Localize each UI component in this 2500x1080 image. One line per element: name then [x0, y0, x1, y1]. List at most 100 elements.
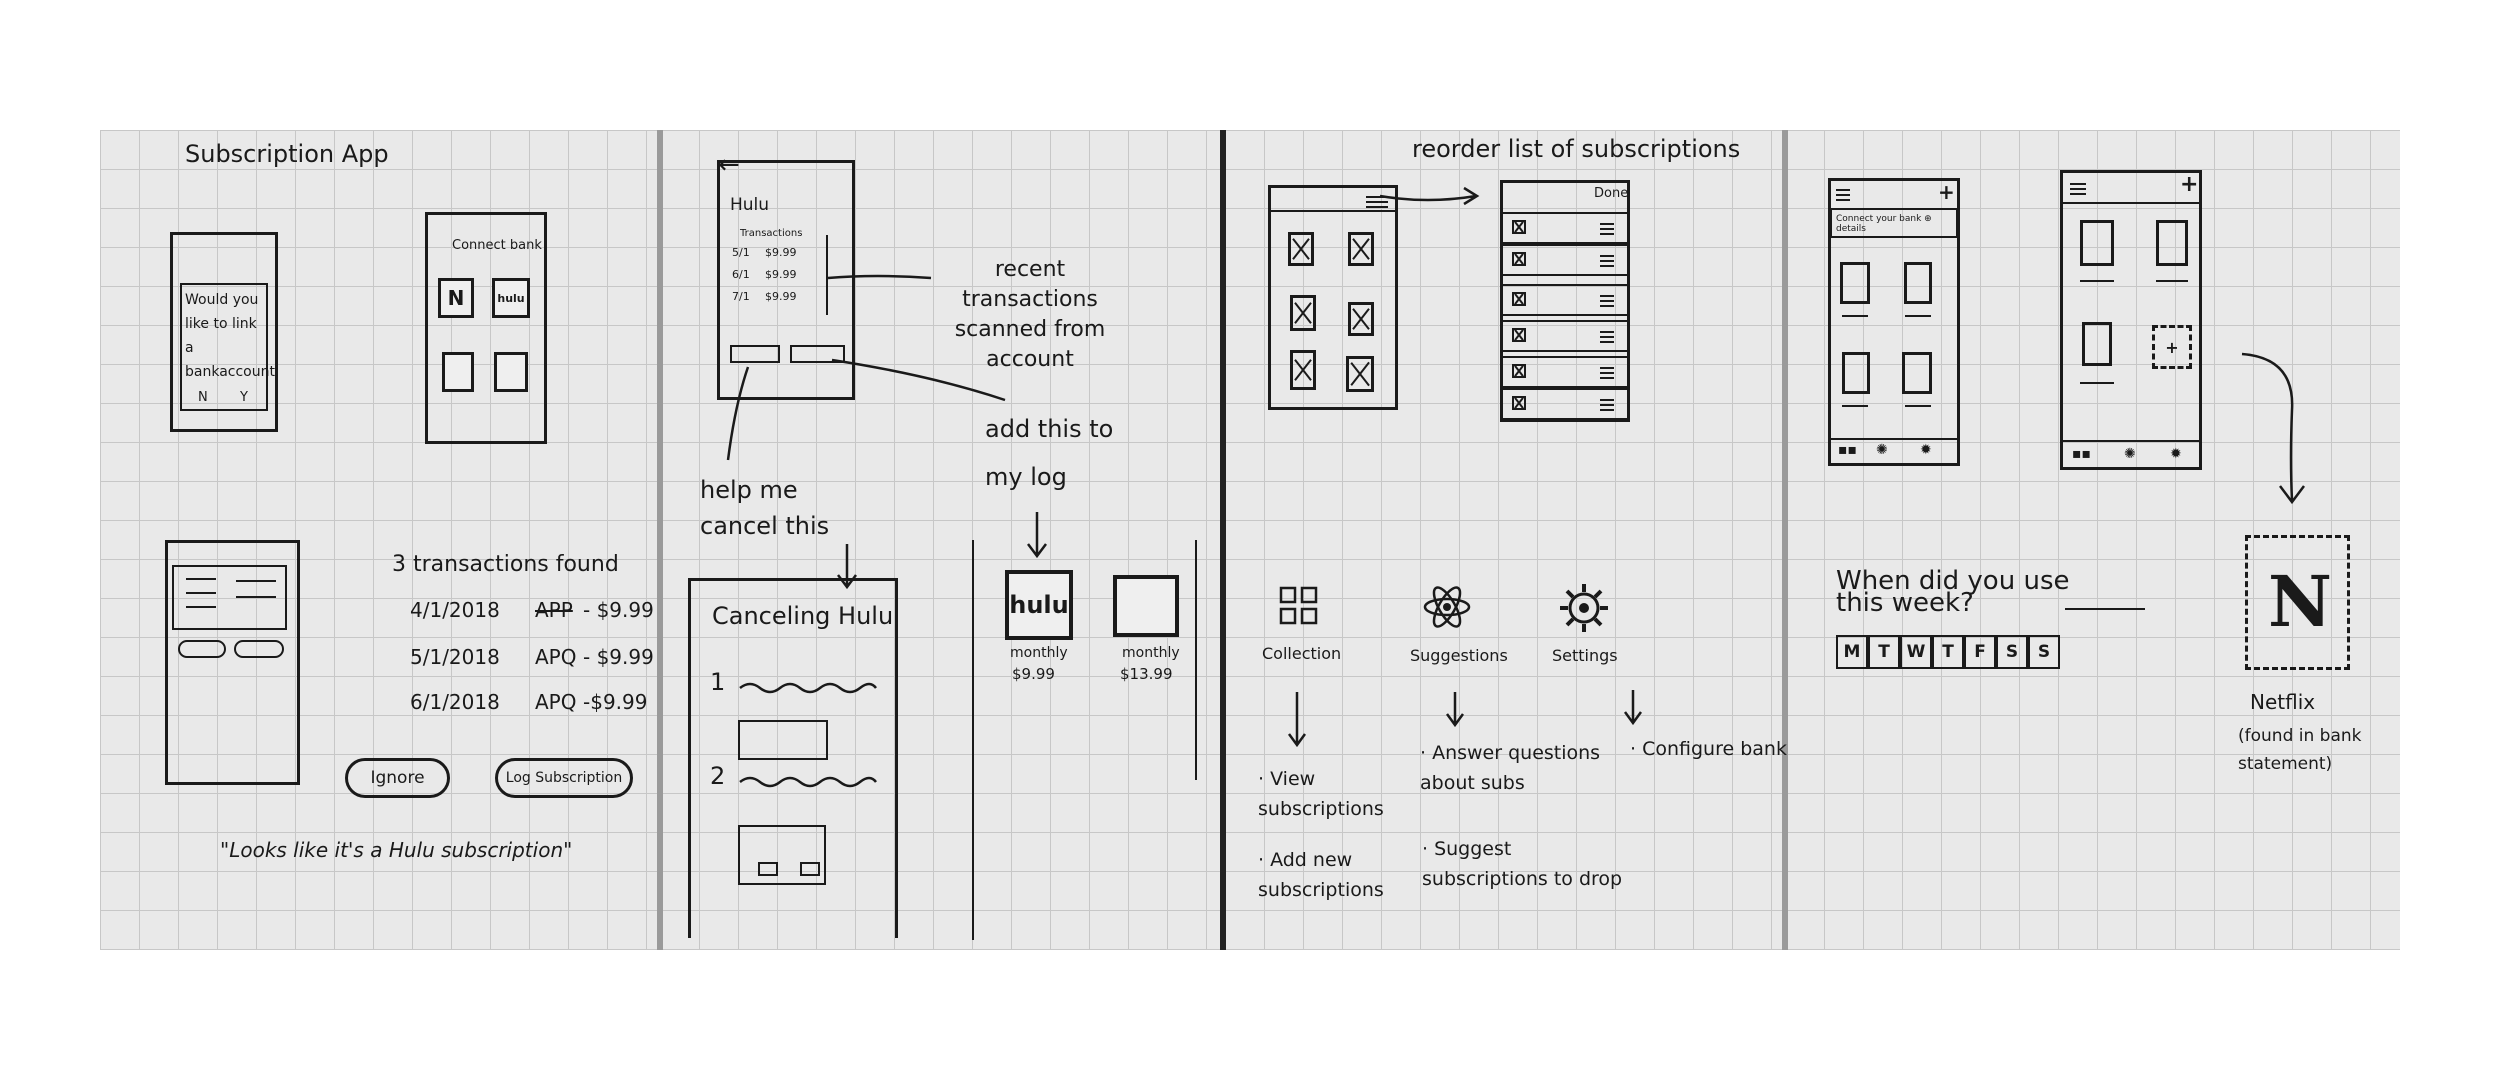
statement-line: [236, 580, 276, 582]
reorder-row[interactable]: [1500, 388, 1630, 420]
bank-tile-3[interactable]: [442, 352, 474, 392]
back-arrow-icon[interactable]: ←: [718, 150, 740, 180]
weekday-cell[interactable]: F: [1964, 635, 1996, 669]
connect-bank-header: Connect bank: [452, 238, 542, 253]
card-period: monthly: [1010, 645, 1068, 661]
statement-line: [236, 596, 276, 598]
netflix-note: (found in bank statement): [2238, 726, 2362, 774]
instruction-button[interactable]: [758, 862, 778, 876]
bank-tile-n[interactable]: N: [438, 278, 474, 318]
reorder-row[interactable]: [1500, 356, 1630, 388]
dialog-no-option[interactable]: N: [198, 390, 208, 405]
tile-caption: [1905, 315, 1931, 317]
phone-sketch-home: [1828, 178, 1960, 466]
gear-icon[interactable]: [1558, 582, 1610, 634]
transactions-heading: 3 transactions found: [392, 552, 619, 577]
drag-handle-icon[interactable]: [1600, 220, 1614, 238]
tx-bracket: [826, 235, 828, 315]
menu-icon[interactable]: [1836, 186, 1850, 204]
weekday-cell[interactable]: S: [2028, 635, 2060, 669]
menu-icon[interactable]: [1366, 193, 1388, 211]
new-subscription-tile[interactable]: +: [2152, 325, 2192, 369]
nav-collection-icon[interactable]: ▪▪: [2072, 446, 2091, 462]
subscription-card-2[interactable]: [1113, 575, 1179, 637]
weekday-cell[interactable]: W: [1900, 635, 1932, 669]
hulu-tx-date: 7/1: [732, 290, 750, 303]
help-cancel-button[interactable]: [730, 345, 780, 363]
phone-sketch-collection: [1268, 185, 1398, 410]
scribble-text: [739, 682, 877, 694]
dialog-yes-option[interactable]: Y: [240, 390, 248, 405]
atom-icon[interactable]: [1422, 582, 1472, 632]
image-placeholder: [1348, 302, 1374, 336]
tile-caption: [1842, 405, 1868, 407]
statement-line: [186, 606, 216, 608]
drag-handle-icon[interactable]: [1600, 252, 1614, 270]
annotation-arrow: [827, 274, 932, 280]
drag-handle-icon[interactable]: [1600, 328, 1614, 346]
log-subscription-button[interactable]: Log Subscription: [495, 758, 633, 798]
statement-button-left[interactable]: [178, 640, 226, 658]
suggestions-label: Suggestions: [1410, 646, 1508, 665]
nav-suggestions-icon[interactable]: ✺: [1876, 442, 1888, 458]
nav-collection-icon[interactable]: ▪▪: [1838, 442, 1857, 458]
transaction-amount: - $9.99: [583, 598, 654, 622]
subscription-tile[interactable]: [1902, 352, 1932, 394]
subscription-tile[interactable]: [1842, 352, 1870, 394]
nav-settings-icon[interactable]: ✹: [1920, 442, 1932, 458]
canceling-title: Canceling Hulu: [712, 602, 894, 630]
nav-settings-icon[interactable]: ✹: [2170, 446, 2182, 462]
tile-caption: [2080, 382, 2114, 384]
add-icon[interactable]: +: [1938, 180, 1955, 204]
bottom-nav-divider: [2060, 440, 2202, 442]
bank-tile-4[interactable]: [494, 352, 528, 392]
instruction-button[interactable]: [800, 862, 820, 876]
reorder-row[interactable]: [1500, 284, 1630, 316]
link-bank-prompt: Would you like to link a bankaccount: [185, 292, 275, 380]
ignore-button[interactable]: Ignore: [345, 758, 450, 798]
add-to-log-note: add this to my log: [985, 415, 1114, 491]
image-placeholder: [1346, 356, 1374, 392]
netflix-card[interactable]: [2245, 535, 2350, 670]
bank-tile-hulu[interactable]: hulu: [492, 278, 530, 318]
done-button[interactable]: Done: [1594, 186, 1629, 201]
step-number: 1: [710, 668, 726, 696]
drag-handle-icon[interactable]: [1600, 396, 1614, 414]
netflix-logo: N: [2268, 560, 2332, 643]
subscription-tile[interactable]: [1840, 262, 1870, 304]
hulu-subscription-card[interactable]: hulu: [1005, 570, 1073, 640]
collection-icon[interactable]: [1278, 585, 1320, 627]
statement-panel: [172, 565, 287, 630]
scribble-text: [739, 776, 877, 788]
menu-icon[interactable]: [2070, 180, 2086, 198]
connect-bank-banner[interactable]: [1830, 208, 1958, 238]
transaction-date: 6/1/2018: [410, 690, 500, 714]
hulu-tx-amount: $9.99: [765, 290, 797, 303]
card-period: monthly: [1122, 645, 1180, 661]
reorder-row[interactable]: [1500, 212, 1630, 244]
phone-sketch-home-2: [2060, 170, 2202, 470]
reorder-row[interactable]: [1500, 320, 1630, 352]
phone-sketch-connect-bank: [425, 212, 547, 444]
drag-handle-icon[interactable]: [1600, 364, 1614, 382]
statement-button-right[interactable]: [234, 640, 284, 658]
hulu-quote: "Looks like it's a Hulu subscription": [220, 838, 573, 862]
subscription-tile[interactable]: [2082, 322, 2112, 366]
drag-handle-icon[interactable]: [1600, 292, 1614, 310]
add-icon[interactable]: +: [2180, 172, 2199, 197]
subscription-tile[interactable]: [2080, 220, 2114, 266]
reorder-row[interactable]: [1500, 244, 1630, 276]
nav-suggestions-icon[interactable]: ✺: [2124, 446, 2136, 462]
add-to-log-button[interactable]: [790, 345, 845, 363]
subscription-tile[interactable]: [2156, 220, 2188, 266]
subscription-tile[interactable]: [1904, 262, 1932, 304]
instruction-card: [738, 720, 828, 760]
weekday-cell[interactable]: M: [1836, 635, 1868, 669]
weekday-cell[interactable]: T: [1932, 635, 1964, 669]
weekday-cell[interactable]: S: [1996, 635, 2028, 669]
phone-sketch-canceling: [688, 578, 898, 938]
weekday-cell[interactable]: T: [1868, 635, 1900, 669]
notebook-page-4: [1785, 130, 2400, 950]
step-number: 2: [710, 762, 726, 790]
card-price: $9.99: [1012, 665, 1055, 683]
